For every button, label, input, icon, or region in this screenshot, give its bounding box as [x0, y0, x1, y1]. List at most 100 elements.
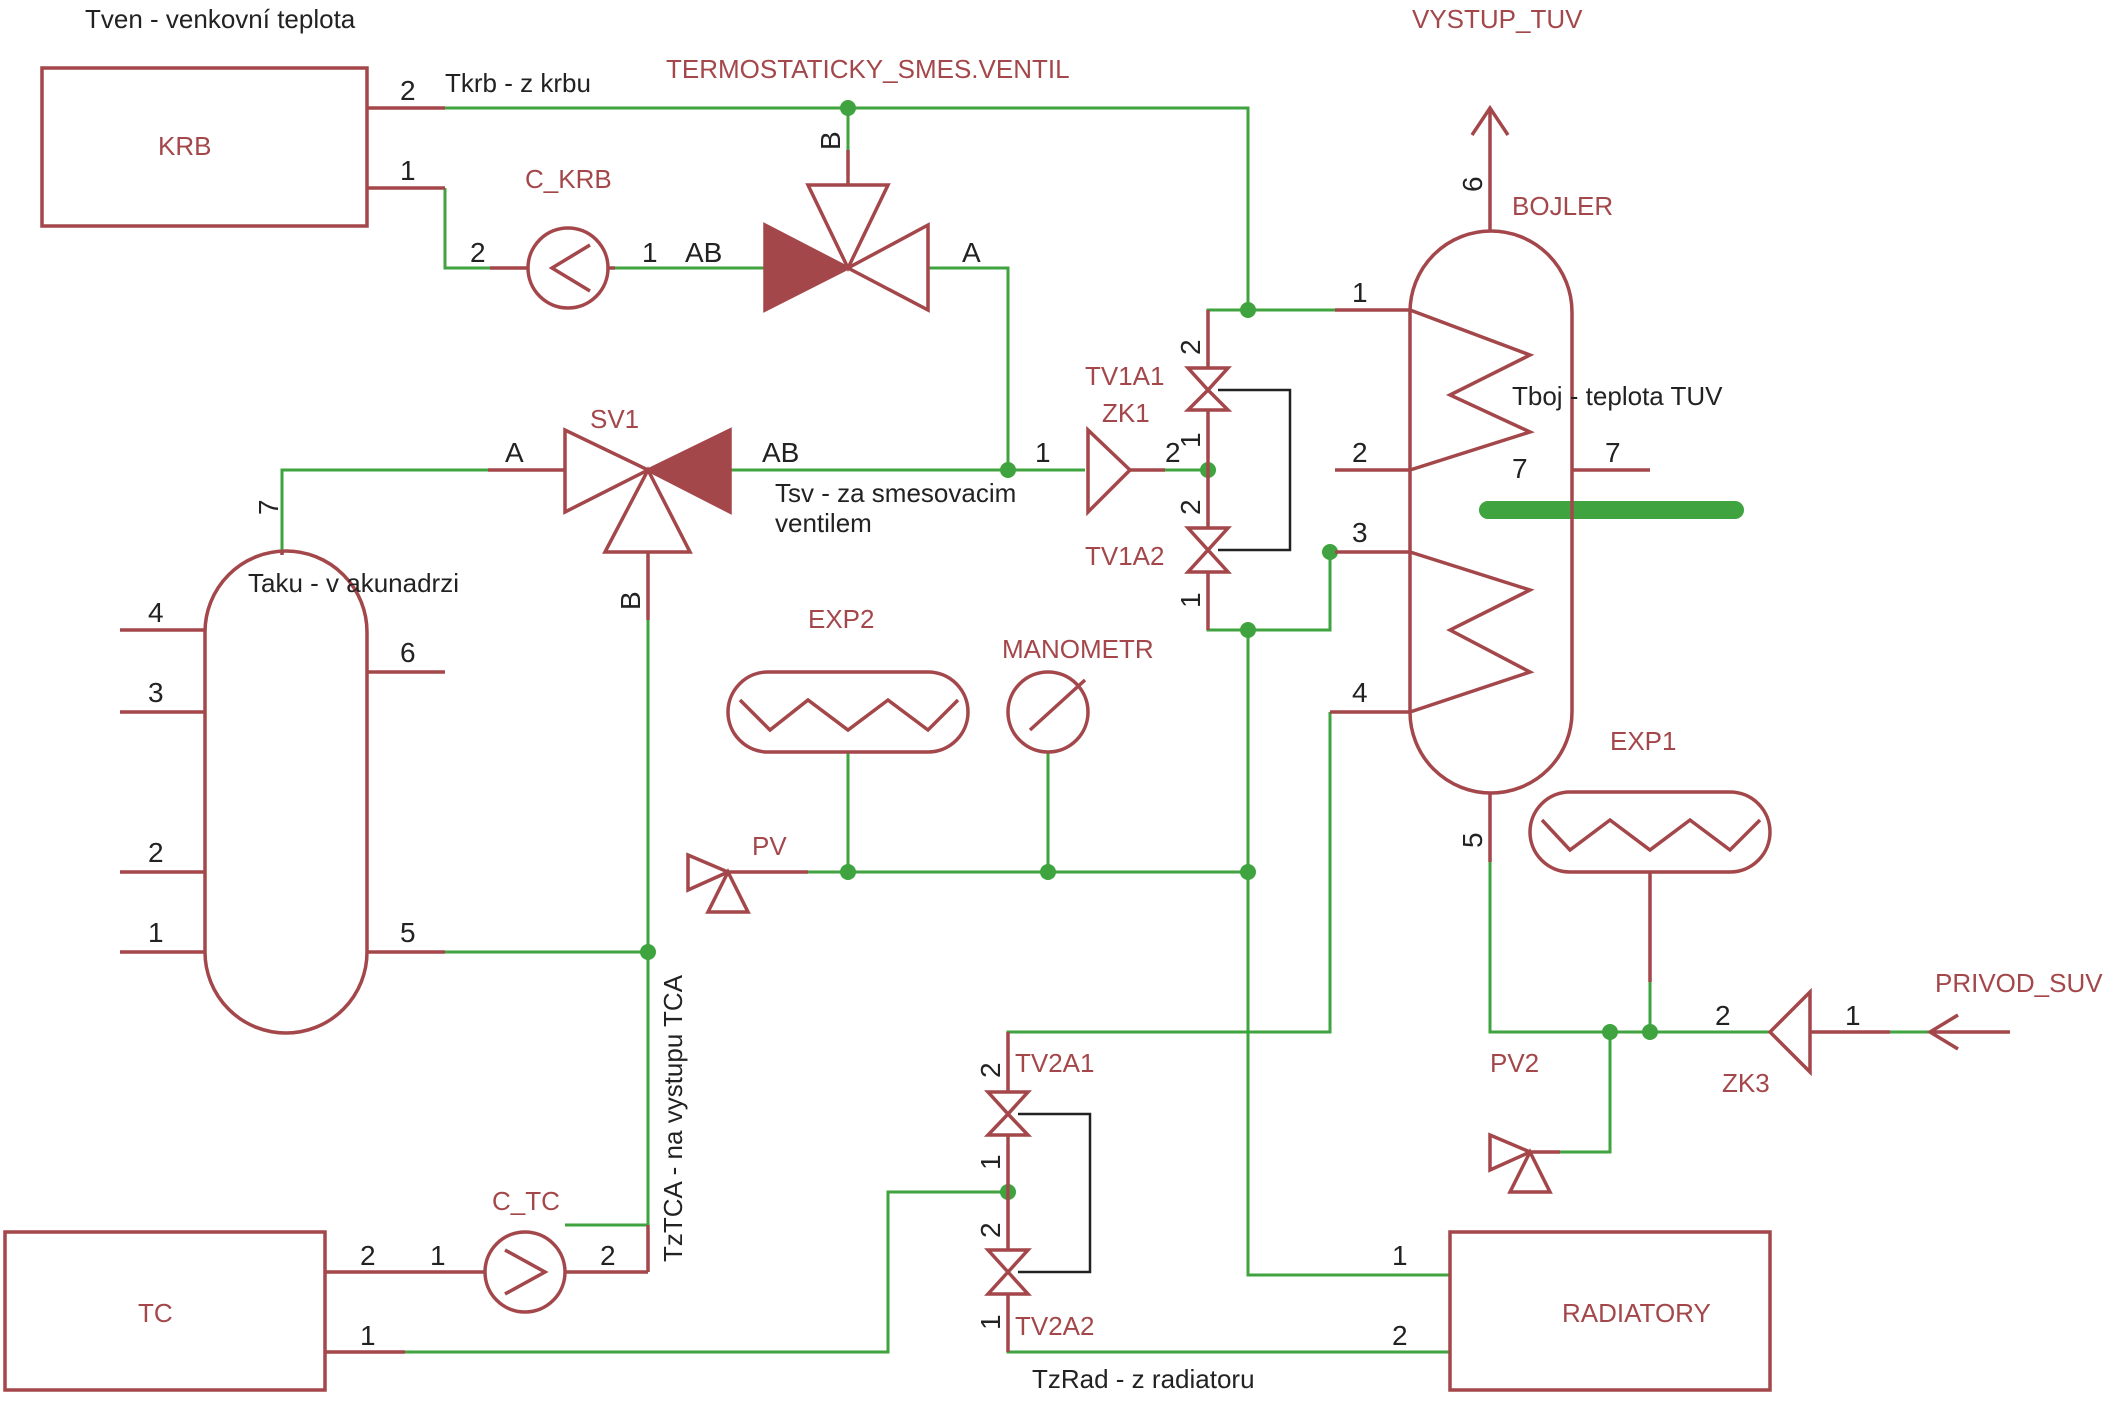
- tv1a2-label: TV1A2: [1085, 541, 1165, 571]
- wire-krb-out: [440, 106, 1250, 310]
- wire-pv2: [1560, 1032, 1612, 1154]
- bojler-tank: [1330, 104, 1650, 862]
- pin-label: 1: [1035, 437, 1051, 468]
- sv1-valve: [488, 427, 732, 620]
- wire-bojler-3: [1206, 552, 1332, 632]
- c-krb-label: C_KRB: [525, 164, 612, 194]
- pin-label: 2: [1175, 499, 1206, 515]
- wire-sv1-a: [280, 468, 488, 555]
- zk1-check-valve: [1086, 425, 1165, 517]
- tzrad-note: TzRad - z radiatoru: [1032, 1364, 1255, 1394]
- pin-label: 1: [148, 917, 164, 948]
- pin-label: 2: [975, 1062, 1006, 1078]
- wire-bojler-1: [1206, 308, 1335, 365]
- zk1-label: ZK1: [1102, 398, 1150, 428]
- pin-label: 2: [470, 237, 486, 268]
- pin-label: 2: [975, 1222, 1006, 1238]
- wire-valve-a: [928, 266, 1010, 470]
- pin-label: 6: [1457, 176, 1488, 192]
- wire-rad-1: [1246, 630, 1450, 1277]
- tc-label: TC: [138, 1298, 173, 1328]
- pin-label: 4: [148, 597, 164, 628]
- pin-label: 3: [148, 677, 164, 708]
- pin-label: 7: [1512, 453, 1528, 484]
- radiatory-label: RADIATORY: [1562, 1298, 1711, 1328]
- pv-label: PV: [752, 831, 787, 861]
- tsv-note-line1: Tsv - za smesovacim: [775, 478, 1016, 508]
- bojler-label: BOJLER: [1512, 191, 1613, 221]
- termostaticky-label: TERMOSTATICKY_SMES.VENTIL: [666, 54, 1070, 84]
- pin-label: 1: [360, 1320, 376, 1351]
- tkrb-note: Tkrb - z krbu: [445, 68, 591, 98]
- tv1a1-valve: [1183, 310, 1233, 470]
- pin-label: 6: [400, 637, 416, 668]
- pin-label: 2: [360, 1240, 376, 1271]
- pin-label: B: [815, 131, 846, 150]
- junction: [1000, 462, 1016, 478]
- vystup-tuv-label: VYSTUP_TUV: [1412, 4, 1583, 34]
- pin-label: 1: [1175, 432, 1206, 448]
- pin-label: 2: [400, 75, 416, 106]
- pin-label: A: [962, 237, 981, 268]
- pin-label: 1: [975, 1314, 1006, 1330]
- tv1-link: [1218, 388, 1292, 552]
- junction: [1240, 864, 1256, 880]
- radiatory-block: [1448, 1230, 1772, 1392]
- wire-bojler-5: [1488, 862, 1610, 1034]
- krb-label: KRB: [158, 131, 211, 161]
- sv1-label: SV1: [590, 404, 639, 434]
- exp2-label: EXP2: [808, 604, 875, 634]
- wires: [280, 106, 2010, 1354]
- pin-label: A: [505, 437, 524, 468]
- tboj-note: Tboj - teplota TUV: [1512, 381, 1723, 411]
- junctions: [640, 100, 1658, 1200]
- exp1-label: EXP1: [1610, 726, 1677, 756]
- pin-label: 1: [400, 155, 416, 186]
- exp1-vessel: [1528, 790, 1772, 982]
- junction: [640, 944, 656, 960]
- c-tc-pump: [483, 1225, 650, 1314]
- junction: [840, 100, 856, 116]
- pin-label: 1: [1352, 277, 1368, 308]
- wire-krb-return: [443, 188, 490, 270]
- pin-label: 2: [600, 1240, 616, 1271]
- tv2a2-label: TV2A2: [1015, 1311, 1095, 1341]
- pv2-valve: [1488, 1132, 1560, 1194]
- krb-block: [40, 66, 445, 228]
- tven-note: Tven - venkovní teplota: [85, 4, 356, 34]
- wire-tv2a-tc: [405, 1190, 1008, 1354]
- tv1a1-label: TV1A1: [1085, 361, 1165, 391]
- pin-label: B: [615, 591, 646, 610]
- pin-label: 1: [1175, 592, 1206, 608]
- exp2-vessel: [726, 670, 970, 754]
- pin-label: 2: [1392, 1320, 1408, 1351]
- pin-label: 2: [1715, 1000, 1731, 1031]
- tv2a1-label: TV2A1: [1015, 1048, 1095, 1078]
- pin-label: 1: [975, 1154, 1006, 1170]
- tztca-note: TzTCA - na vystupu TCA: [658, 974, 688, 1262]
- tsv-note-line2: ventilem: [775, 508, 872, 538]
- taku-note: Taku - v akunadrzi: [248, 568, 459, 598]
- pin-label: 3: [1352, 517, 1368, 548]
- pin-label: 2: [148, 837, 164, 868]
- pin-label: 1: [1392, 1240, 1408, 1271]
- pin-label: 5: [1457, 832, 1488, 848]
- pin-label: 2: [1165, 437, 1181, 468]
- pin-label: 1: [642, 237, 658, 268]
- tc-block: [3, 1230, 485, 1392]
- pin-label: 1: [430, 1240, 446, 1271]
- zk3-check-valve: [1767, 987, 1890, 1077]
- pin-label: 7: [1605, 437, 1621, 468]
- wire-sv1-b: [565, 620, 650, 1227]
- privod-suv-label: PRIVOD_SUV: [1935, 968, 2103, 998]
- pin-label: 5: [400, 917, 416, 948]
- pin-label: 7: [253, 499, 284, 515]
- tv2a1-valve: [983, 1032, 1033, 1192]
- tv2-link: [1018, 1112, 1092, 1274]
- junction: [1040, 864, 1056, 880]
- pin-label: 2: [1352, 437, 1368, 468]
- c-tc-label: C_TC: [492, 1186, 560, 1216]
- manometr-label: MANOMETR: [1002, 634, 1154, 664]
- pv2-label: PV2: [1490, 1048, 1539, 1078]
